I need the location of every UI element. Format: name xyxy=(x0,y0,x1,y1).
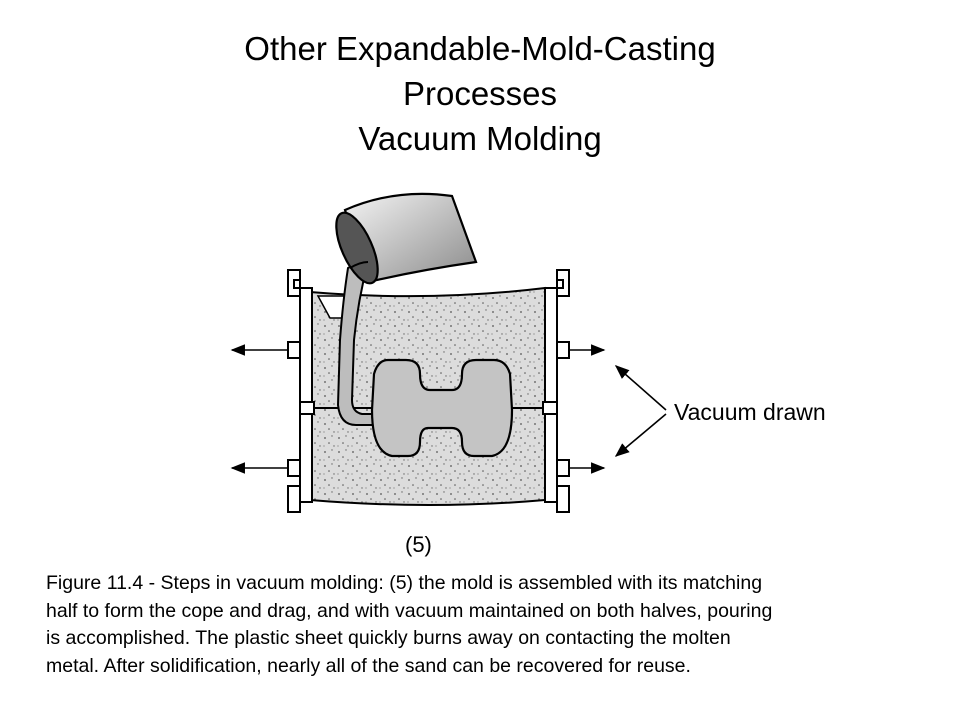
right-flask-frame xyxy=(542,269,570,513)
title-line-1: Other Expandable-Mold-Casting xyxy=(244,30,716,67)
title-line-2: Processes xyxy=(402,75,558,112)
mold-cavity xyxy=(370,358,514,458)
vacuum-drawn-label: Vacuum drawn xyxy=(674,399,826,425)
step-number-label: (5) xyxy=(405,532,432,557)
vacuum-molding-diagram: Vacuum drawn (5) xyxy=(200,180,860,560)
caption-line-3: is accomplished. The plastic sheet quick… xyxy=(46,627,731,649)
figure-caption: Figure 11.4 - Steps in vacuum molding: (… xyxy=(46,570,926,680)
left-flask-frame xyxy=(287,269,315,513)
caption-line-2: half to form the cope and drag, and with… xyxy=(46,599,773,622)
caption-line-1: Figure 11.4 - Steps in vacuum molding: (… xyxy=(46,572,763,594)
label-pointer-bottom xyxy=(614,413,667,457)
label-pointer-top xyxy=(614,365,667,411)
slide-title: Other Expandable-Mold-Casting Processes … xyxy=(0,26,960,161)
pouring-ladle xyxy=(335,192,478,285)
caption-line-4: metal. After solidification, nearly all … xyxy=(46,654,691,677)
diagram-canvas: Vacuum drawn (5) xyxy=(230,192,826,557)
title-line-3: Vacuum Molding xyxy=(358,120,602,157)
